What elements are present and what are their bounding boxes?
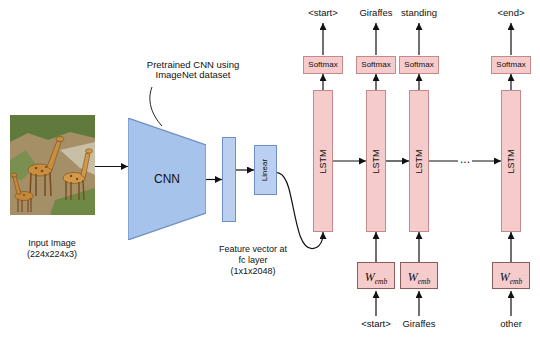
edge-label: ... <box>458 153 472 165</box>
connector-arrow <box>375 74 376 90</box>
input-image: Input Image (224x224x3) <box>10 115 95 215</box>
node-label: LSTM <box>414 149 424 173</box>
node-caption: Input Image (224x224x3) <box>19 238 85 260</box>
embedding-symbol: emb <box>418 277 431 286</box>
node-text: LSTM <box>372 149 381 173</box>
node-text: Linear <box>262 159 270 181</box>
connector-arrow <box>322 74 323 90</box>
photo-ground <box>10 115 95 215</box>
embedding-box: Wemb <box>492 262 530 289</box>
connector-arrow <box>333 160 366 161</box>
embedding-symbol: W <box>365 270 375 284</box>
node-text: LSTM <box>507 149 516 173</box>
connector-arrow <box>418 232 419 262</box>
node-text: Softmax <box>404 61 433 69</box>
node-label: LSTM <box>318 149 328 173</box>
giraffe-spots <box>23 166 78 196</box>
node-text: CNN <box>154 173 180 185</box>
node-label: Softmax <box>404 60 433 69</box>
output-arrows <box>323 23 511 55</box>
output-arrow <box>322 23 323 55</box>
node-label: Softmax <box>496 60 525 69</box>
softmax-box: Softmax <box>491 56 531 74</box>
connector-arrow <box>206 179 222 180</box>
node-text: Softmax <box>496 61 525 69</box>
node-label: CNN <box>154 172 180 186</box>
token-label: <start> <box>361 319 391 329</box>
linear-layer: Linear <box>254 145 277 195</box>
connector-arrow <box>510 232 511 262</box>
connector-arrow <box>95 166 128 167</box>
token-label: <end> <box>498 8 525 18</box>
feature-vector: Feature vector at fc layer (1x1x2048) <box>222 137 236 222</box>
node-label: Linear <box>261 159 270 181</box>
output-arrow <box>375 23 376 55</box>
photo-trees <box>10 115 95 142</box>
node-label: Softmax <box>361 60 390 69</box>
node-text: LSTM <box>319 149 328 173</box>
photo-rocks <box>60 142 95 175</box>
giraffe-figure <box>28 137 64 197</box>
input-photo <box>10 115 95 215</box>
input-arrows <box>376 291 511 316</box>
token-label: Giraffes <box>402 319 435 329</box>
photo-grass <box>50 188 95 215</box>
lstm-cell: LSTM <box>313 90 333 232</box>
softmax-box: Softmax <box>399 56 439 74</box>
node-label: Softmax <box>308 60 337 69</box>
giraffe-figure <box>11 173 33 212</box>
lstm-cell: LSTM <box>409 90 429 232</box>
leader-line <box>150 87 162 126</box>
giraffe-figure <box>63 149 93 200</box>
input-arrow <box>418 291 419 316</box>
lstm-cell: LSTM <box>366 90 386 232</box>
node-text: Softmax <box>361 61 390 69</box>
node-text: Wemb <box>365 268 388 284</box>
node-caption: Feature vector at fc layer (1x1x2048) <box>215 244 291 276</box>
connector-arrow <box>510 74 511 90</box>
token-label: standing <box>401 8 437 18</box>
connector-arrow <box>375 232 376 262</box>
connector-arrow <box>386 160 409 161</box>
token-label: <start> <box>308 8 338 18</box>
embedding-symbol: W <box>500 270 510 284</box>
softmax-box: Softmax <box>303 56 343 74</box>
embedding-box: Wemb <box>357 262 395 289</box>
node-text: Wemb <box>408 268 431 284</box>
input-arrow <box>375 291 376 316</box>
lstm-cell: LSTM <box>501 90 521 232</box>
connector-arrow <box>236 169 254 170</box>
cnn-shape <box>128 118 206 240</box>
connector-arrow <box>418 74 419 90</box>
embedding-symbol: emb <box>375 277 388 286</box>
embedding-box: Wemb <box>400 262 438 289</box>
output-arrow <box>510 23 511 55</box>
node-text: Wemb <box>500 268 523 284</box>
cnn-block: CNN <box>128 118 206 240</box>
token-label: Giraffes <box>359 8 392 18</box>
node-text: Softmax <box>308 61 337 69</box>
annotation-label: Pretrained CNN using ImageNet dataset <box>143 60 243 81</box>
node-label: LSTM <box>371 149 381 173</box>
softmax-box: Softmax <box>356 56 396 74</box>
photo-bush <box>10 150 36 180</box>
output-arrow <box>418 23 419 55</box>
node-label: LSTM <box>506 149 516 173</box>
input-arrow <box>510 291 511 316</box>
token-label: other <box>500 319 522 329</box>
embedding-symbol: emb <box>510 277 523 286</box>
node-text: LSTM <box>415 149 424 173</box>
embedding-symbol: W <box>408 270 418 284</box>
